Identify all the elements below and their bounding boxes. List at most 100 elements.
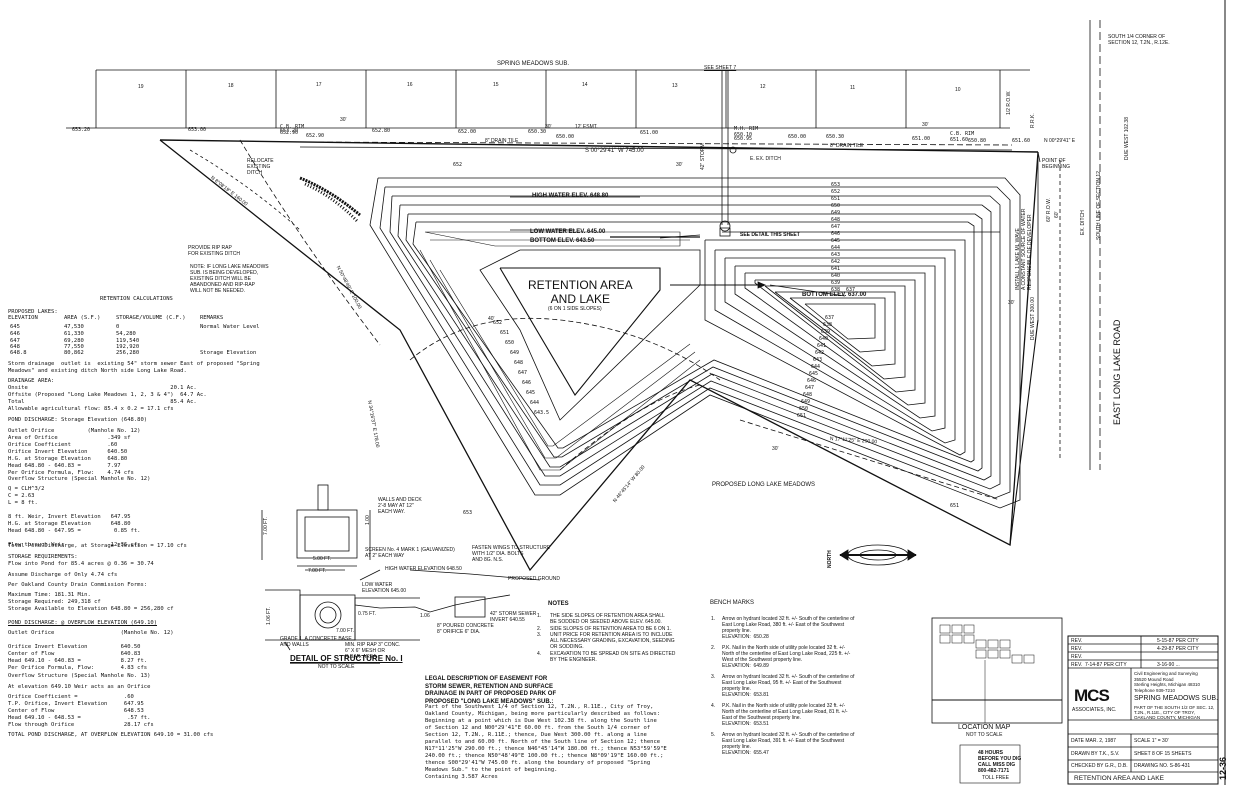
contour-label: 653: [831, 182, 841, 188]
contour-label: 645: [809, 371, 819, 377]
dimension-label: 30': [676, 162, 683, 168]
drawing-number-field: DRAWING NO. S-86-431: [1134, 763, 1191, 769]
see-detail-label: SEE DETAIL THIS SHEET: [740, 232, 800, 238]
contour-label: 639: [821, 329, 831, 335]
contour-label: 646: [807, 378, 817, 384]
bearing-top: S 00°29'41" W 745.00: [585, 148, 644, 154]
contour-label: 646: [522, 380, 532, 386]
sheet-title: RETENTION AREA AND LAKE: [1074, 775, 1164, 782]
drawn-by-field: DRAWN BY T.K., S.V.: [1071, 751, 1120, 757]
contour-label: 645: [526, 390, 536, 396]
ag-flow: Allowable agricultural flow: 85.4 x 0.2 …: [8, 406, 174, 412]
cb-rim-right: C.B. RIM 651.60: [950, 131, 975, 143]
elevation-label: 652.90: [306, 133, 325, 139]
total-pond: Total Pond Discharge, at Storage Elevati…: [8, 543, 187, 549]
development-note: NOTE: IF LONG LAKE MEADOWS SUB. IS BEING…: [190, 264, 269, 294]
dimension-label: 30': [772, 446, 779, 452]
contour-label: 644: [530, 400, 540, 406]
contour-label: 649: [801, 399, 811, 405]
benchmark-number: 1.: [711, 616, 716, 622]
calc-heading: RETENTION CALCULATIONS: [100, 296, 173, 302]
north-arrow-label: NORTH: [827, 550, 833, 568]
ex-ditch-label: EX. DITCH: [1080, 210, 1086, 235]
contour-label: 643.5: [534, 410, 550, 416]
calc-cell: Normal Water Level: [200, 324, 260, 330]
project-description: PART OF THE SOUTH 1/2 OF SEC. 12, T.2N.,…: [1134, 705, 1215, 720]
benchmark-number: 2.: [711, 645, 716, 651]
easement-label: 12' ESMT.: [575, 124, 598, 130]
benchmark-item: P.K. Nail in the North side of utility p…: [722, 703, 848, 727]
dig-label: TOLL FREE: [982, 775, 1009, 781]
road-label: EAST LONG LAKE ROAD: [1112, 319, 1122, 425]
point-of-beginning: POINT OF BEGINNING: [1042, 158, 1071, 170]
subdivision-label: SPRING MEADOWS SUB.: [497, 61, 570, 67]
total-overflow: TOTAL POND DISCHARGE, AT OVERFLOW ELEVAT…: [8, 732, 214, 738]
calc-cell: 645: [10, 324, 20, 330]
project-name: SPRING MEADOWS SUB.: [1134, 695, 1219, 702]
contour-label: 643: [831, 252, 841, 258]
dimension-label: 7.00 FT.: [308, 568, 327, 574]
assume-discharge: Assume Discharge of Only 4.74 cfs: [8, 572, 118, 578]
elevation-label: 650.00: [788, 134, 807, 140]
mh-rim-label: M.H. RIM 650.10: [734, 126, 759, 138]
lot-number: 19: [138, 84, 144, 90]
note-number: 2.: [537, 626, 542, 632]
note-item: UNIT PRICE FOR RETENTION AREA IS TO INCL…: [550, 632, 675, 650]
screen-note: SCREEN No. 4 MARK 1 (GALVANIZED) AT 2" E…: [365, 547, 455, 559]
dimension-label: 7.00 FT.: [263, 516, 269, 535]
calc-cell: Storage Elevation: [200, 350, 257, 356]
row-label: 60' R.O.W.: [1046, 197, 1052, 222]
due-west-label: DUE WEST 300.00: [1030, 297, 1036, 340]
calc-cell: 119,540: [116, 338, 140, 344]
orifice-calc: Outlet Orifice (Manhole No. 12) Area of …: [8, 428, 141, 476]
contour-label: 649: [831, 210, 841, 216]
elevation-label: 650.30: [826, 134, 845, 140]
lot-number: 16: [407, 82, 413, 88]
note-item: THE SIDE SLOPES OF RETENTION AREA SHALL …: [550, 613, 665, 625]
benchmark-item: P.K. Nail in the North side of utility p…: [722, 645, 851, 669]
rev-label: REV.: [1071, 646, 1083, 652]
legal-title: LEGAL DESCRIPTION OF EASEMENT FOR STORM …: [425, 676, 557, 705]
high-water-label: HIGH WATER ELEV. 648.80: [532, 193, 609, 199]
benchmark-number: 3.: [711, 674, 716, 680]
contour-label: 640: [819, 336, 829, 342]
contour-label: 647: [831, 224, 841, 230]
lot-number: 18: [228, 83, 234, 89]
pond-discharge-title: POND DISCHARGE: Storage Elevation (648.8…: [8, 417, 148, 423]
note-number: 4.: [537, 651, 542, 657]
rip-rap-label: PROVIDE RIP RAP FOR EXISTING DITCH: [188, 245, 240, 257]
row-label: 1/2 R.O.W.: [1006, 90, 1012, 115]
notes-title: NOTES: [548, 601, 569, 607]
grade-note: GRADE 1 A CONCRETE BASE AND WALLS: [280, 636, 352, 648]
install-note: INSTALL 1 LAKE ML WAVE A CONSTANT SOURCE…: [1015, 208, 1033, 291]
note-item: SIDE SLOPES OF RETENTION AREA TO BE 6 ON…: [550, 626, 671, 632]
date-field: DATE MAR. 2, 1987: [1071, 738, 1116, 744]
drain-tile-label: 8" DRAIN TILE: [830, 143, 864, 149]
dig-label: BEFORE YOU DIG CALL MISS DIG: [978, 756, 1022, 768]
rev-label: REV.: [1071, 638, 1083, 644]
contour-label: 651: [831, 196, 841, 202]
dimension-label: 30': [1008, 300, 1015, 306]
lot-number: 11: [850, 85, 856, 91]
benchmark-item: Arrow on hydrant located 32 ft. +/- Sout…: [722, 732, 855, 756]
contour-label: 646: [831, 231, 841, 237]
calc-cell: 77,550: [64, 344, 84, 350]
dimension-label: 30': [922, 122, 929, 128]
note-item: EXCAVATION TO BE SPREAD ON SITE AS DIREC…: [550, 651, 676, 663]
contour-label: 647: [805, 385, 815, 391]
side-slope-label: (6 ON 1 SIDE SLOPES): [548, 306, 602, 312]
walls-note: WALLS AND DECK 2'-8 MAY AT 12" EACH WAY.: [378, 497, 422, 515]
lot-number: 13: [672, 83, 678, 89]
benchmark-number: 5.: [711, 732, 716, 738]
see-sheet-label: SEE SHEET 7: [704, 65, 737, 71]
contour-label: 645: [831, 238, 841, 244]
contour-label: 650: [799, 406, 809, 412]
dimension-label: 60': [1054, 211, 1060, 218]
bottom-elev-label: BOTTOM ELEV. 637.00: [802, 292, 867, 298]
lakes-title: PROPOSED LAKES:: [8, 309, 58, 315]
elevation-label: 651.00: [640, 130, 659, 136]
bearing-right: N 00°29'41" E: [1044, 138, 1076, 144]
high-water-detail: HIGH WATER ELEVATION 648.50: [385, 566, 462, 572]
elevation-label: 650.80: [968, 138, 987, 144]
contour-label: 640: [831, 273, 841, 279]
